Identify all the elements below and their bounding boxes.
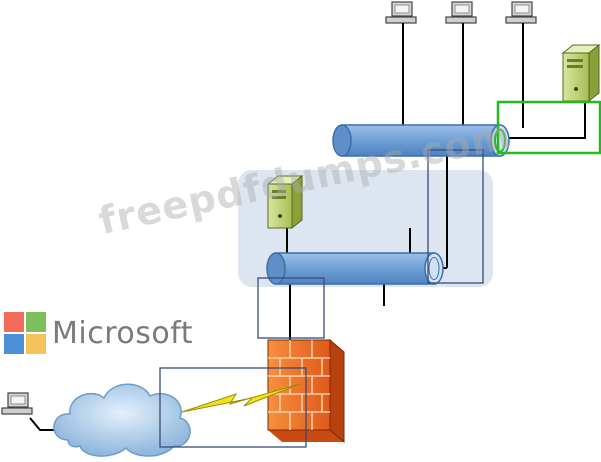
logo-tile-yellow <box>26 334 46 354</box>
lightning-icon <box>181 383 301 413</box>
brand-name: Microsoft <box>52 315 194 351</box>
answer-box-internal-server[interactable] <box>496 100 601 155</box>
answer-box-internal-link[interactable] <box>427 149 484 284</box>
perimeter-network-segment <box>266 252 444 285</box>
server-icon <box>266 174 304 230</box>
server-icon <box>561 43 601 103</box>
workstation-icon <box>505 1 537 30</box>
answer-box-external-link[interactable] <box>159 367 307 448</box>
workstation-icon <box>445 1 477 30</box>
microsoft-logo-icon <box>4 312 46 354</box>
logo-tile-blue <box>4 334 24 354</box>
answer-box-perimeter-link[interactable] <box>257 277 325 339</box>
microsoft-logo: Microsoft <box>4 312 193 354</box>
workstation-icon <box>1 392 33 415</box>
cloud-icon <box>53 383 191 457</box>
logo-tile-green <box>26 312 46 332</box>
logo-tile-red <box>4 312 24 332</box>
answer-boxes <box>159 149 484 448</box>
internal-network-segment <box>332 124 510 157</box>
workstation-icon <box>385 1 417 30</box>
